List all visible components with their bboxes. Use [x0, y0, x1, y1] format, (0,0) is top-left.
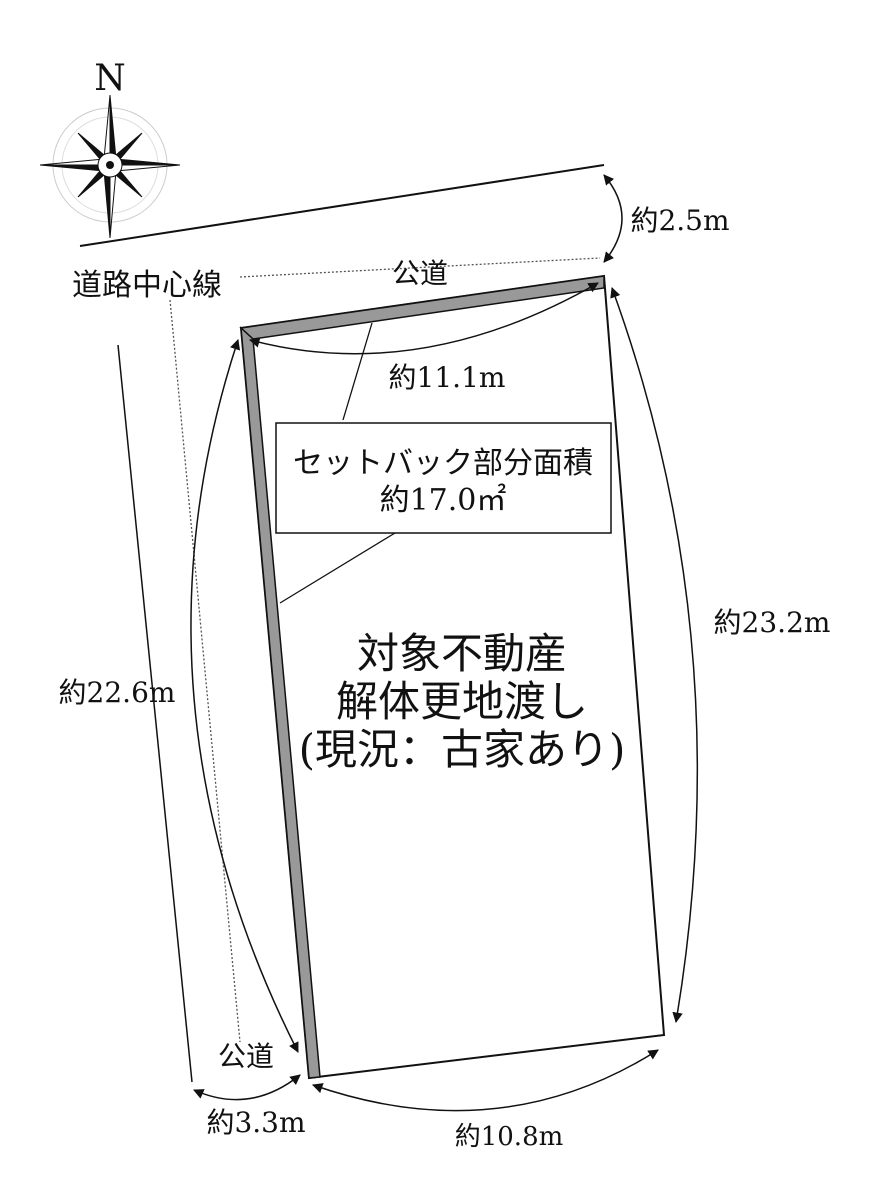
dim-right: 約23.2m — [714, 606, 831, 639]
compass-rose-icon — [39, 94, 181, 239]
setback-area: 約17.0㎡ — [380, 483, 507, 518]
road-center-line-top — [239, 257, 601, 278]
road-edge-left — [117, 344, 193, 1083]
setback-title: セットバック部分面積 — [293, 446, 593, 481]
main-label-line1: 対象不動産 — [357, 629, 567, 678]
north-label: N — [94, 58, 126, 99]
dimension-arc-road-top — [603, 174, 623, 263]
dim-road-top: 約2.5m — [630, 204, 729, 237]
dimension-arc-bottom — [312, 1049, 659, 1112]
dim-bottom: 約10.8m — [455, 1122, 564, 1152]
dim-left: 約22.6m — [59, 676, 176, 709]
dimension-arc-right — [610, 287, 699, 1024]
road-center-line-left — [169, 299, 241, 1043]
main-label-line3: (現況：古家あり) — [299, 725, 626, 774]
road-center-line-label: 道路中心線 — [72, 268, 222, 303]
dimension-arc-road-bottom — [193, 1074, 301, 1101]
dimension-arc-left — [190, 339, 299, 1053]
road-edge-top — [79, 164, 605, 247]
leader-line — [279, 532, 396, 604]
public-road-label-bottom: 公道 — [218, 1040, 274, 1073]
dim-road-bottom: 約3.3m — [206, 1106, 305, 1139]
setback-callout-box — [275, 422, 612, 534]
main-label-line2: 解体更地渡し — [336, 677, 588, 726]
dim-frontage: 約11.1m — [389, 361, 506, 394]
public-road-label-top: 公道 — [392, 257, 448, 290]
